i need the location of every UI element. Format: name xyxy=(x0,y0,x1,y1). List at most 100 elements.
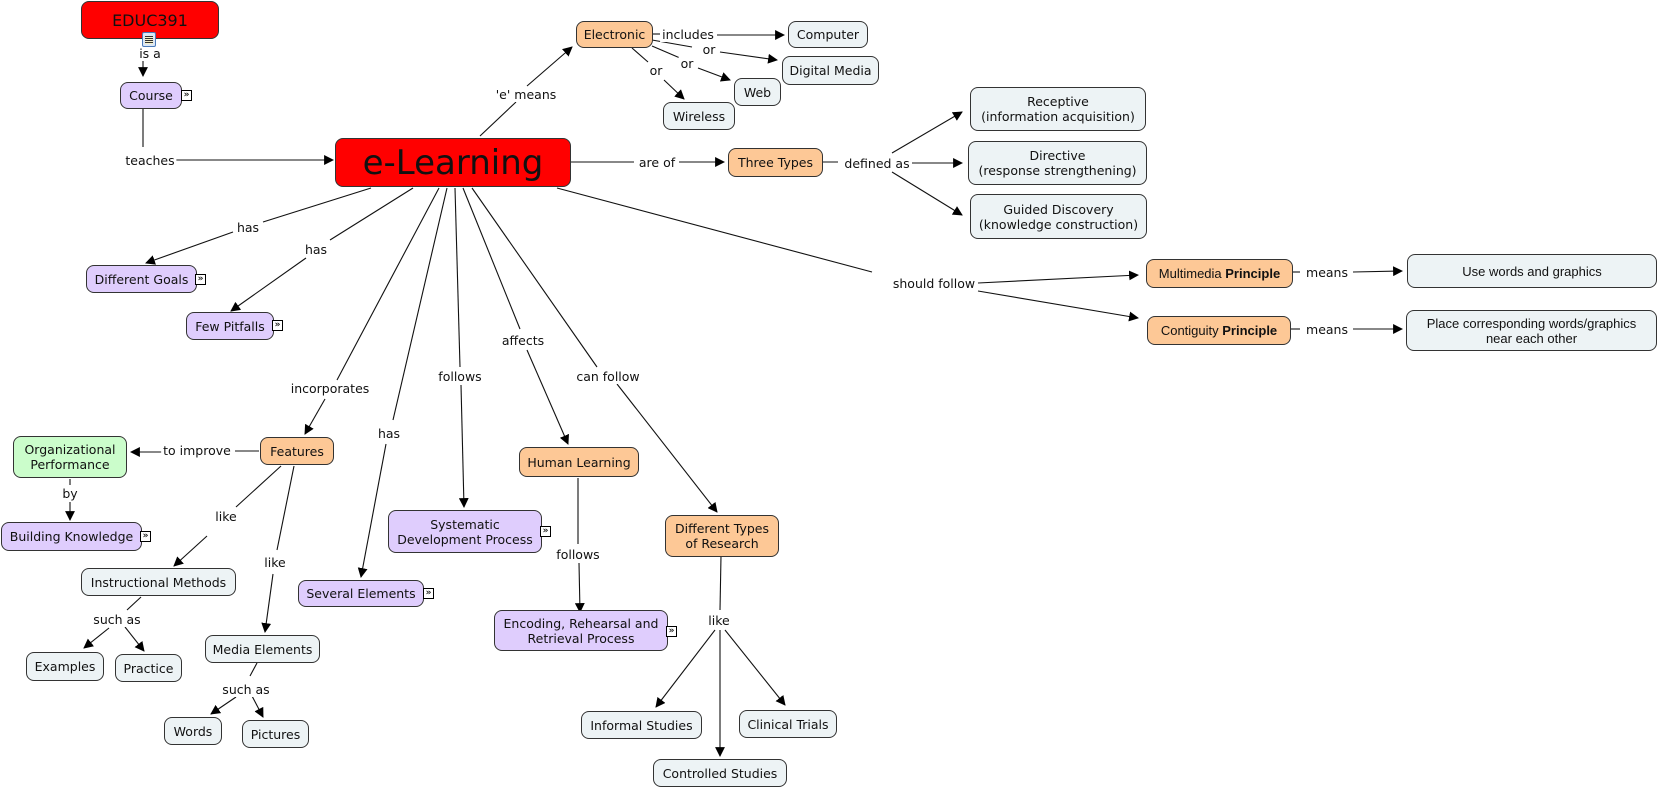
expand-submap-icon[interactable]: » xyxy=(272,320,283,331)
concept-label: Computer xyxy=(796,27,860,42)
concept-guided-discovery[interactable]: Guided Discovery (knowledge construction… xyxy=(970,194,1147,239)
concept-words[interactable]: Words xyxy=(164,717,222,745)
concept-elearning[interactable]: e-Learning xyxy=(335,138,571,187)
concept-media-elements[interactable]: Media Elements xyxy=(205,635,320,663)
link-label-or: or xyxy=(678,56,696,71)
link-label-can-follow: can follow xyxy=(574,369,642,384)
concept-label: Different Goals xyxy=(94,271,189,287)
edge xyxy=(262,187,372,223)
edge xyxy=(891,171,963,216)
concept-label: Receptive (information acquisition) xyxy=(981,94,1135,124)
concept-electronic[interactable]: Electronic xyxy=(576,21,653,48)
concept-label: Guided Discovery (knowledge construction… xyxy=(978,201,1139,232)
concept-few-pitfalls[interactable]: Few Pitfalls xyxy=(186,312,274,340)
edge xyxy=(458,384,469,508)
concept-course[interactable]: Course xyxy=(120,82,182,109)
link-label-or: or xyxy=(647,63,665,78)
concept-label: Digital Media xyxy=(789,63,872,78)
expand-submap-icon[interactable]: » xyxy=(181,90,192,101)
link-label-to-improve: to improve xyxy=(161,443,233,458)
link-label-should-follow: should follow xyxy=(890,276,978,291)
concept-label: Clinical Trials xyxy=(747,716,829,732)
concept-label: Instructional Methods xyxy=(90,574,227,590)
concept-receptive[interactable]: Receptive (information acquisition) xyxy=(970,87,1146,131)
edge xyxy=(261,573,274,633)
concept-practice[interactable]: Practice xyxy=(115,654,182,682)
concept-label: Practice xyxy=(123,660,174,676)
edge xyxy=(526,46,573,87)
edge xyxy=(251,695,264,718)
edge xyxy=(145,231,234,265)
concept-place-corresponding[interactable]: Place corresponding words/graphics near … xyxy=(1406,310,1657,351)
link-label-has: has xyxy=(234,220,262,235)
concept-label: Directive (response strengthening) xyxy=(978,148,1137,178)
concept-instructional-methods[interactable]: Instructional Methods xyxy=(81,568,236,596)
concept-label: Three Types xyxy=(738,155,813,170)
edge xyxy=(651,45,681,59)
edge xyxy=(336,187,440,381)
concept-systematic-development[interactable]: Systematic Development Process xyxy=(388,510,542,553)
concept-informal-studies[interactable]: Informal Studies xyxy=(581,711,702,739)
expand-submap-icon[interactable]: » xyxy=(666,626,677,637)
concept-label: Media Elements xyxy=(212,641,313,657)
link-label-by: by xyxy=(60,486,80,501)
concept-human-learning[interactable]: Human Learning xyxy=(519,447,639,477)
concept-label: Web xyxy=(743,84,772,100)
concept-digital-media[interactable]: Digital Media xyxy=(782,56,879,85)
edge xyxy=(249,662,258,677)
concept-label: Course xyxy=(129,88,173,103)
edge xyxy=(719,555,722,611)
edge xyxy=(471,187,598,368)
concept-label: Human Learning xyxy=(527,454,631,470)
edge xyxy=(392,187,448,421)
concept-building-knowledge[interactable]: Building Knowledge xyxy=(1,522,142,551)
concept-label: Systematic Development Process xyxy=(397,516,533,547)
concept-label: Place corresponding words/graphics near … xyxy=(1426,315,1637,346)
concept-organizational-performance[interactable]: Organizational Performance xyxy=(13,436,127,478)
concept-label: Informal Studies xyxy=(590,717,693,733)
expand-submap-icon[interactable]: » xyxy=(540,526,551,537)
expand-submap-icon[interactable]: » xyxy=(140,531,151,542)
expand-submap-icon[interactable]: » xyxy=(195,274,206,285)
link-label-are-of: are of xyxy=(636,155,678,170)
concept-label: Contiguity Principle xyxy=(1161,323,1277,338)
edge xyxy=(1352,266,1403,277)
edge xyxy=(304,398,326,435)
label-bold-part: Principle xyxy=(1222,323,1278,338)
concept-clinical-trials[interactable]: Clinical Trials xyxy=(739,710,837,738)
edge xyxy=(631,47,649,63)
concept-multimedia-principle[interactable]: Multimedia Principle xyxy=(1146,259,1293,288)
edge xyxy=(173,535,208,567)
concept-use-words-graphics[interactable]: Use words and graphics xyxy=(1407,254,1657,288)
concept-different-goals[interactable]: Different Goals xyxy=(86,265,197,293)
concept-label: Encoding, Rehearsal and Retrieval Proces… xyxy=(503,615,659,646)
concept-computer[interactable]: Computer xyxy=(788,21,868,48)
link-label-has: has xyxy=(302,242,330,257)
expand-submap-icon[interactable]: » xyxy=(423,588,434,599)
link-label-teaches: teaches xyxy=(123,153,177,168)
concept-pictures[interactable]: Pictures xyxy=(242,720,309,748)
concept-several-elements[interactable]: Several Elements xyxy=(298,580,424,607)
concept-label: Pictures xyxy=(250,726,301,742)
edge xyxy=(357,443,387,578)
edge xyxy=(977,270,1139,284)
concept-label: Controlled Studies xyxy=(662,765,778,781)
concept-features[interactable]: Features xyxy=(260,437,334,465)
edge xyxy=(210,696,237,715)
edge xyxy=(230,257,307,312)
edge xyxy=(977,290,1139,322)
concept-web[interactable]: Web xyxy=(734,78,781,106)
concept-contiguity-principle[interactable]: Contiguity Principle xyxy=(1147,316,1291,345)
concept-three-types[interactable]: Three Types xyxy=(728,148,823,177)
concept-examples[interactable]: Examples xyxy=(26,652,104,681)
concept-directive[interactable]: Directive (response strengthening) xyxy=(968,141,1147,185)
concept-different-research[interactable]: Different Types of Research xyxy=(665,515,779,557)
concept-encoding-rehearsal[interactable]: Encoding, Rehearsal and Retrieval Proces… xyxy=(494,610,668,651)
concept-controlled-studies[interactable]: Controlled Studies xyxy=(653,759,787,787)
link-label-incorporates: incorporates xyxy=(288,381,372,396)
concept-wireless[interactable]: Wireless xyxy=(663,102,735,130)
concept-label: Features xyxy=(270,443,324,459)
concept-label: Multimedia Principle xyxy=(1159,266,1280,281)
document-icon[interactable] xyxy=(142,32,156,47)
